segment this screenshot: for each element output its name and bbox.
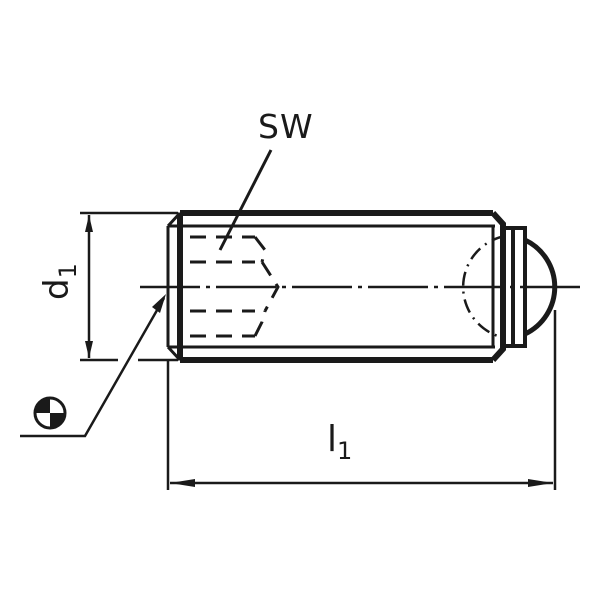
hex-socket-hidden bbox=[190, 235, 280, 338]
centroid-leader bbox=[20, 297, 166, 438]
l1-dimension bbox=[166, 310, 557, 490]
wrench-size-label: SW bbox=[258, 107, 314, 146]
sw-leader bbox=[218, 149, 273, 251]
length-label: l1 bbox=[327, 419, 353, 465]
d1-dimension bbox=[80, 211, 178, 362]
diameter-label: d1 bbox=[37, 263, 82, 300]
centroid-symbol-icon bbox=[33, 396, 67, 430]
ball-hidden-arc bbox=[461, 234, 506, 340]
